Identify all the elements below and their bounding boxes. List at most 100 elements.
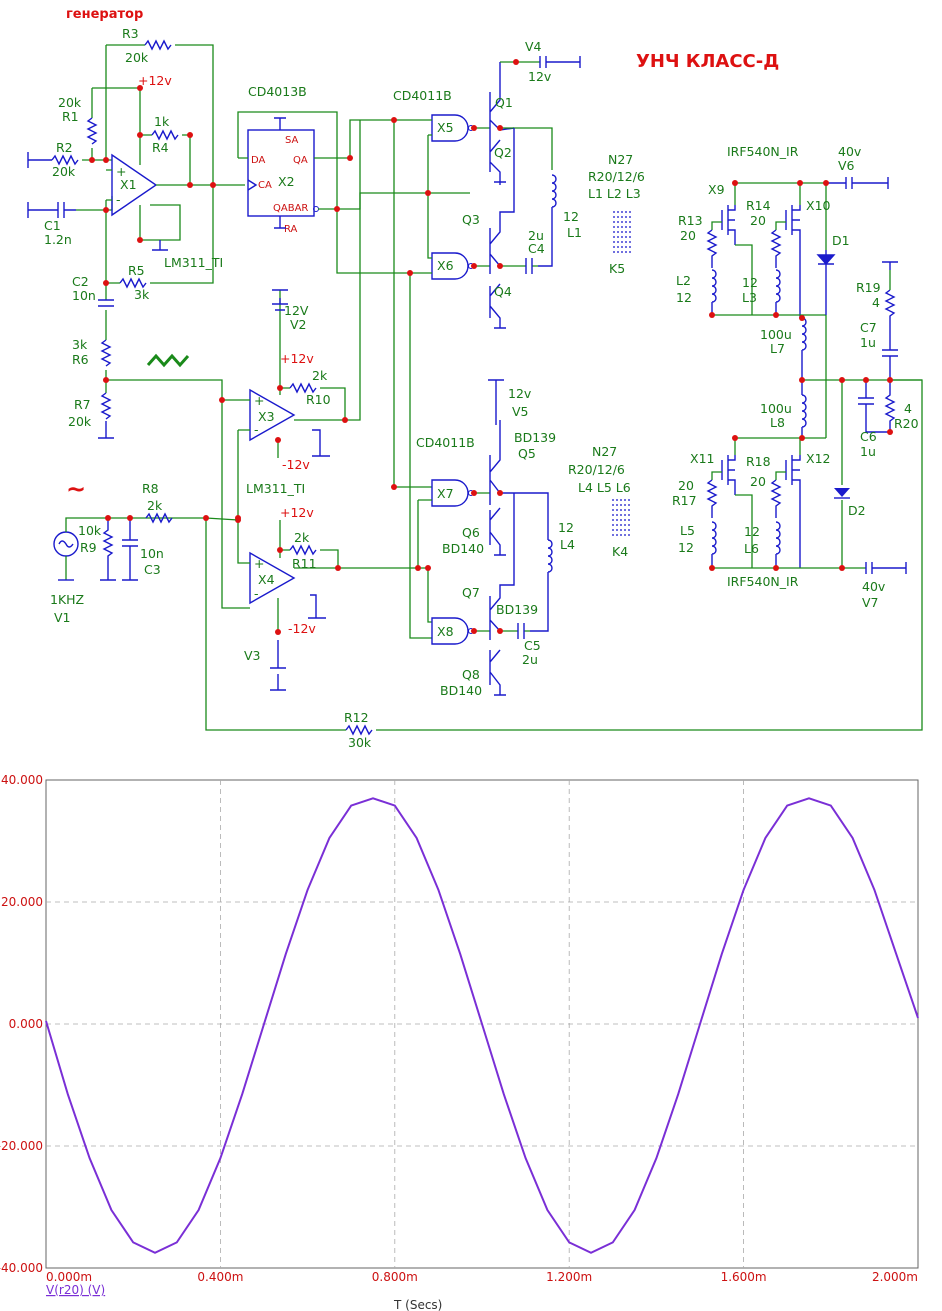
v6-ref: V6 bbox=[838, 158, 855, 173]
x11-ref: X11 bbox=[690, 451, 714, 466]
l6-value: 12 bbox=[744, 524, 760, 539]
svg-text:+: + bbox=[254, 556, 264, 571]
comparator-x3 bbox=[249, 388, 296, 442]
irf540n-label-top: IRF540N_IR bbox=[727, 144, 799, 159]
r11-ref: R11 bbox=[292, 556, 317, 571]
nand-x5 bbox=[431, 114, 469, 142]
r9-ref: R9 bbox=[80, 540, 97, 555]
r12-value: 30k bbox=[348, 735, 372, 750]
v6-value: 40v bbox=[838, 144, 862, 159]
mosfet-x10 bbox=[785, 205, 801, 318]
r6-value: 3k bbox=[72, 337, 88, 352]
x10-ref: X10 bbox=[806, 198, 831, 213]
irf540n-label-bottom: IRF540N_IR bbox=[727, 574, 799, 589]
v2-ref: V2 bbox=[290, 317, 307, 332]
svg-text:L4 L5 L6: L4 L5 L6 bbox=[578, 480, 631, 495]
resistor-r8 bbox=[145, 512, 173, 524]
svg-text:K4: K4 bbox=[612, 544, 628, 559]
y-tick-label: 40.000 bbox=[1, 773, 43, 787]
r4-value: 1k bbox=[154, 114, 170, 129]
x12-ref: X12 bbox=[806, 451, 830, 466]
core-k5: N27 R20/12/6 L1 L2 L3 K5 bbox=[588, 152, 645, 276]
resistor-r19 bbox=[882, 261, 898, 350]
x8-ref: X8 bbox=[437, 624, 454, 639]
c3-ref: C3 bbox=[144, 562, 161, 577]
q5-value: BD139 bbox=[514, 430, 556, 445]
r20-value: 4 bbox=[904, 401, 912, 416]
transistor-q1-q2 bbox=[489, 62, 515, 185]
transistor-q7-q8 bbox=[489, 493, 515, 696]
d2-ref: D2 bbox=[848, 503, 866, 518]
l8-value: 100u bbox=[760, 401, 792, 416]
r2-value: 20k bbox=[52, 164, 76, 179]
r1-value: 20k bbox=[58, 95, 82, 110]
l3-ref: L3 bbox=[742, 290, 757, 305]
l4-value: 12 bbox=[558, 520, 574, 535]
v5-ref: V5 bbox=[512, 404, 529, 419]
resistor-r18 bbox=[770, 479, 782, 518]
junctions-out bbox=[709, 180, 893, 571]
c5-ref: C5 bbox=[524, 638, 541, 653]
c2-value: 10n bbox=[72, 288, 96, 303]
v1-ref: V1 bbox=[54, 610, 71, 625]
resistor-r2 bbox=[51, 154, 79, 166]
l2-ref: L2 bbox=[676, 273, 691, 288]
transistor-q5-q6 bbox=[488, 379, 549, 556]
r5-ref: R5 bbox=[128, 263, 145, 278]
x-tick-label: 0.800m bbox=[372, 1270, 418, 1284]
q8-ref: Q8 bbox=[462, 667, 480, 682]
capacitor-c6 bbox=[858, 380, 890, 433]
resistor-r4 bbox=[151, 129, 179, 141]
r20-ref: R20 bbox=[894, 416, 919, 431]
generator-section: R3 20k 20k R1 R2 20k C1 1.2n + - X1 bbox=[27, 26, 245, 439]
trace-label[interactable]: V(r20) (V) bbox=[46, 1283, 105, 1297]
l7-ref: L7 bbox=[770, 341, 785, 356]
q5-ref: Q5 bbox=[518, 446, 536, 461]
svg-text:-: - bbox=[254, 586, 259, 601]
inductor-l1 bbox=[538, 174, 557, 267]
comparators: + - X3 12V V2 +12v -12v 2k R10 LM311_TI … bbox=[219, 120, 432, 691]
inductor-l4 bbox=[530, 539, 553, 632]
junctions-gen bbox=[89, 85, 216, 383]
l3-value: 12 bbox=[742, 275, 758, 290]
resistor-r20 bbox=[884, 380, 896, 432]
triangle-wave-icon bbox=[146, 353, 190, 368]
r13-ref: R13 bbox=[678, 213, 703, 228]
r5-value: 3k bbox=[134, 287, 150, 302]
gate-driver-bottom: CD4011B X7 X8 12v V5 BD139 Q5 Q6 BD140 1… bbox=[391, 379, 575, 698]
sine-symbol: ~ bbox=[66, 475, 86, 503]
nand-x6 bbox=[431, 252, 469, 280]
inductor-l3 bbox=[775, 269, 781, 315]
v5-value: 12v bbox=[508, 386, 532, 401]
cd4013b-label: CD4013B bbox=[248, 84, 307, 99]
q7-ref: Q7 bbox=[462, 585, 480, 600]
x5-ref: X5 bbox=[437, 120, 454, 135]
r7-ref: R7 bbox=[74, 397, 91, 412]
capacitor-c2 bbox=[98, 299, 114, 307]
core-k4: N27 R20/12/6 L4 L5 L6 K4 bbox=[568, 444, 631, 559]
mosfet-x9 bbox=[721, 205, 736, 245]
q6-value: BD140 bbox=[442, 541, 484, 556]
l1-value: 12 bbox=[563, 209, 579, 224]
l5-ref: L5 bbox=[680, 523, 695, 538]
resistor-r7 bbox=[98, 392, 114, 439]
junctions-top bbox=[334, 59, 519, 276]
inductor-l8 bbox=[801, 394, 807, 438]
y-tick-label: -40.000 bbox=[0, 1261, 43, 1275]
svg-text:QABAR: QABAR bbox=[273, 203, 308, 214]
capacitor-c5 bbox=[517, 623, 525, 639]
resistor-r1 bbox=[86, 117, 98, 145]
svg-text:CA: CA bbox=[258, 180, 272, 191]
resistor-r13 bbox=[706, 229, 718, 268]
transistor-q3-q4 bbox=[489, 128, 515, 329]
r1-ref: R1 bbox=[62, 109, 79, 124]
svg-text:K5: K5 bbox=[609, 261, 625, 276]
x1-ref: X1 bbox=[120, 177, 137, 192]
r10-value: 2k bbox=[312, 368, 328, 383]
c6-value: 1u bbox=[860, 444, 876, 459]
lm311-label-2: LM311_TI bbox=[246, 481, 305, 496]
flipflop-x2: CD4013B SA DA QA CA QABAR RA X2 bbox=[237, 84, 350, 235]
r8-value: 2k bbox=[147, 498, 163, 513]
cd4011b-label-1: CD4011B bbox=[393, 88, 452, 103]
